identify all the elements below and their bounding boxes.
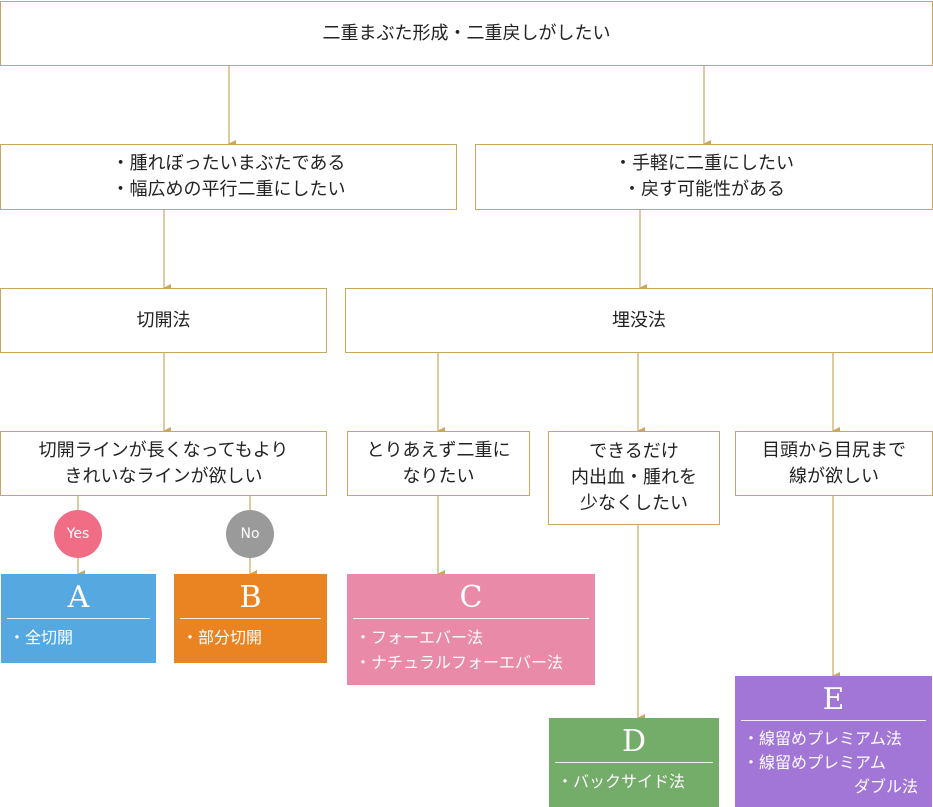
question-e-line-2: 線が欲しい [789, 465, 879, 487]
result-a-box: A ・全切開 [1, 574, 156, 663]
right-condition-line-1: ・手軽に二重にしたい [614, 153, 794, 174]
result-c-item-1: ・フォーエバー法 [355, 628, 484, 647]
incision-method-label: 切開法 [136, 309, 191, 331]
left-condition-box: ・腫れぼったいまぶたである ・幅広めの平行二重にしたい [0, 144, 457, 210]
buried-method-box: 埋没法 [345, 288, 933, 353]
no-badge: No [226, 510, 274, 558]
result-a-letter: A [67, 580, 90, 615]
left-condition-line-2: ・幅広めの平行二重にしたい [111, 179, 346, 200]
result-b-item-1: ・部分切開 [182, 628, 263, 647]
no-label: No [240, 526, 260, 542]
question-d-line-2: 内出血・腫れを [571, 467, 697, 488]
result-b-letter: B [239, 580, 262, 615]
top-box: 二重まぶた形成・二重戻しがしたい [0, 1, 933, 66]
result-e-box: E ・線留めプレミアム法 ・線留めプレミアム ダブル法 [735, 676, 932, 807]
result-e-divider [741, 720, 926, 721]
result-e-letter: E [822, 682, 845, 717]
question-c-box: とりあえず二重に なりたい [347, 431, 530, 496]
result-d-letter: D [621, 724, 647, 759]
right-condition-box: ・手軽に二重にしたい ・戻す可能性がある [475, 144, 933, 210]
result-c-item-2: ・ナチュラルフォーエバー法 [355, 653, 564, 672]
yes-label: Yes [66, 526, 90, 542]
right-condition-line-2: ・戻す可能性がある [623, 179, 785, 200]
result-c-box: C ・フォーエバー法 ・ナチュラルフォーエバー法 [347, 574, 595, 685]
result-e-item-3: ダブル法 [853, 777, 918, 796]
result-d-box: D ・バックサイド法 [549, 718, 719, 807]
result-a-item-1: ・全切開 [9, 628, 74, 647]
result-d-item-1: ・バックサイド法 [557, 772, 686, 791]
result-b-divider [180, 618, 321, 619]
result-c-letter: C [459, 580, 483, 615]
result-a-divider [7, 618, 150, 619]
incision-question-line-2: きれいなラインが欲しい [64, 465, 263, 487]
question-c-line-1: とりあえず二重に [366, 439, 511, 461]
result-e-item-2: ・線留めプレミアム [743, 753, 886, 772]
top-label: 二重まぶた形成・二重戻しがしたい [322, 22, 611, 44]
incision-question-box: 切開ラインが長くなってもより きれいなラインが欲しい [0, 431, 327, 496]
question-e-box: 目頭から目尻まで 線が欲しい [735, 431, 933, 496]
result-b-box: B ・部分切開 [174, 574, 327, 663]
buried-method-label: 埋没法 [612, 309, 666, 331]
incision-question-line-1: 切開ラインが長くなってもより [38, 439, 289, 461]
incision-method-box: 切開法 [0, 288, 327, 353]
question-d-box: できるだけ 内出血・腫れを 少なくしたい [548, 431, 720, 525]
question-c-line-2: なりたい [402, 465, 475, 487]
result-e-item-1: ・線留めプレミアム法 [743, 729, 902, 748]
question-d-line-3: 少なくしたい [580, 493, 688, 514]
question-e-line-1: 目頭から目尻まで [762, 439, 906, 461]
result-c-divider [353, 618, 589, 619]
result-d-divider [555, 762, 713, 763]
yes-badge: Yes [54, 510, 102, 558]
question-d-line-1: できるだけ [589, 441, 679, 462]
left-condition-line-1: ・腫れぼったいまぶたである [111, 153, 346, 174]
